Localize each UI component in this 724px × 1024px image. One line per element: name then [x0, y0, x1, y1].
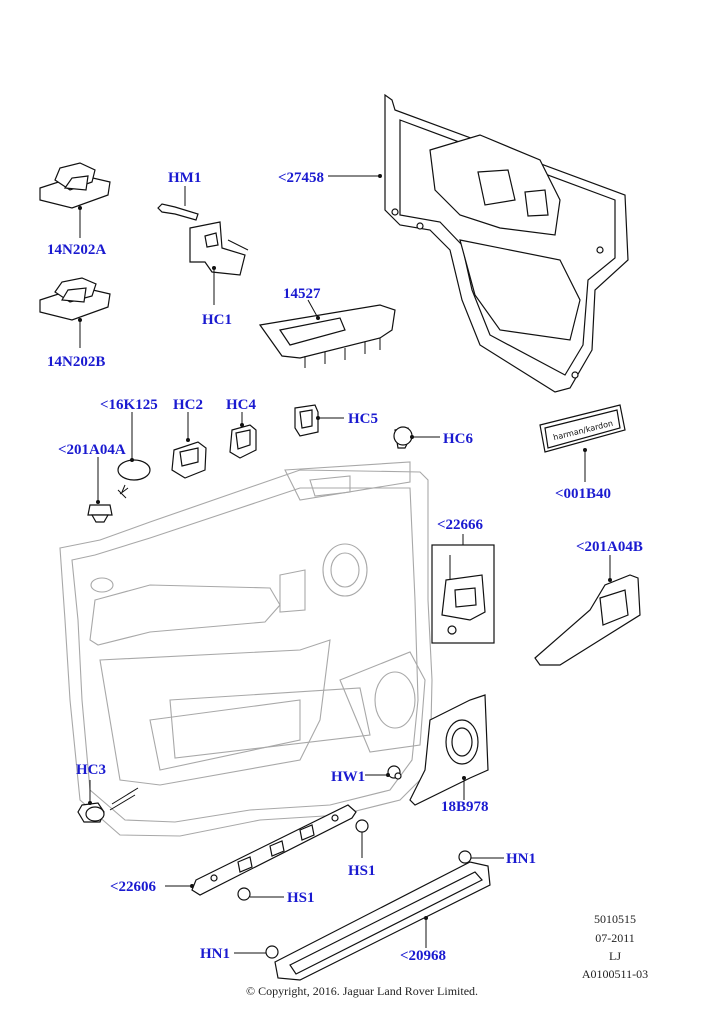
callout-22666[interactable]: <22666: [437, 517, 484, 533]
screw-hs1-lower: [237, 887, 284, 901]
callout-201a04b[interactable]: <201A04B: [576, 539, 643, 555]
washer-hw1: [365, 765, 402, 780]
clip-14n202a: [39, 162, 111, 238]
ref-initials: LJ: [609, 949, 621, 963]
callout-14n202a[interactable]: 14N202A: [47, 242, 107, 258]
callout-hs1-upper[interactable]: HS1: [348, 863, 376, 879]
callout-hc5[interactable]: HC5: [348, 411, 378, 427]
clip-201a04a: [87, 457, 113, 523]
callout-hc4[interactable]: HC4: [226, 397, 256, 413]
callout-18b978[interactable]: 18B978: [441, 799, 489, 815]
callout-hn1-lower[interactable]: HN1: [200, 946, 230, 962]
door-trim-panel: [59, 461, 433, 837]
callout-hs1-lower[interactable]: HS1: [287, 890, 315, 906]
illustration-id: A0100511-03: [581, 967, 649, 981]
badge-001b40: harman/kardon: [539, 404, 626, 482]
lower-trim-20968: [274, 861, 491, 981]
nut-hn1-lower: [234, 945, 279, 959]
callout-hm1[interactable]: HM1: [168, 170, 202, 186]
ref-date: 07-2011: [595, 931, 635, 945]
callout-201a04a[interactable]: <201A04A: [58, 442, 126, 458]
nut-hn1-upper: [458, 850, 504, 864]
callout-hc1[interactable]: HC1: [202, 312, 232, 328]
bracket-strip-22606: [165, 804, 357, 896]
clip-hc4: [229, 412, 257, 459]
callout-001b40[interactable]: <001B40: [555, 486, 612, 502]
switch-panel-14527: [258, 299, 396, 368]
callout-22606[interactable]: <22606: [110, 879, 157, 895]
clip-hc6: [393, 426, 440, 449]
door-inner-panel-27458: [328, 93, 629, 393]
screw-hs1-upper: [355, 819, 369, 858]
callout-hc6[interactable]: HC6: [443, 431, 473, 447]
callout-hc2[interactable]: HC2: [173, 397, 203, 413]
callout-hn1-upper[interactable]: HN1: [506, 851, 536, 867]
ref-number: 5010515: [594, 912, 636, 926]
bracket-hc1-hm1: [157, 186, 249, 305]
clip-hc2: [171, 412, 207, 479]
callout-hw1[interactable]: HW1: [331, 769, 366, 785]
copyright-text: © Copyright, 2016. Jaguar Land Rover Lim…: [245, 984, 479, 998]
grille-18b978: [409, 694, 489, 806]
callout-hc3[interactable]: HC3: [76, 762, 106, 778]
bezel-201a04b: [534, 555, 641, 666]
callout-16k125[interactable]: <16K125: [100, 397, 158, 413]
inset-22666: [431, 534, 495, 644]
callout-14n202b[interactable]: 14N202B: [47, 354, 106, 370]
callout-27458[interactable]: <27458: [278, 170, 325, 186]
clip-hc5: [294, 404, 344, 437]
cap-16k125: [117, 412, 151, 499]
callout-20968[interactable]: <20968: [400, 948, 447, 964]
clip-14n202b: [39, 277, 111, 348]
callout-14527[interactable]: 14527: [283, 286, 321, 302]
clip-hc3: [77, 780, 139, 823]
